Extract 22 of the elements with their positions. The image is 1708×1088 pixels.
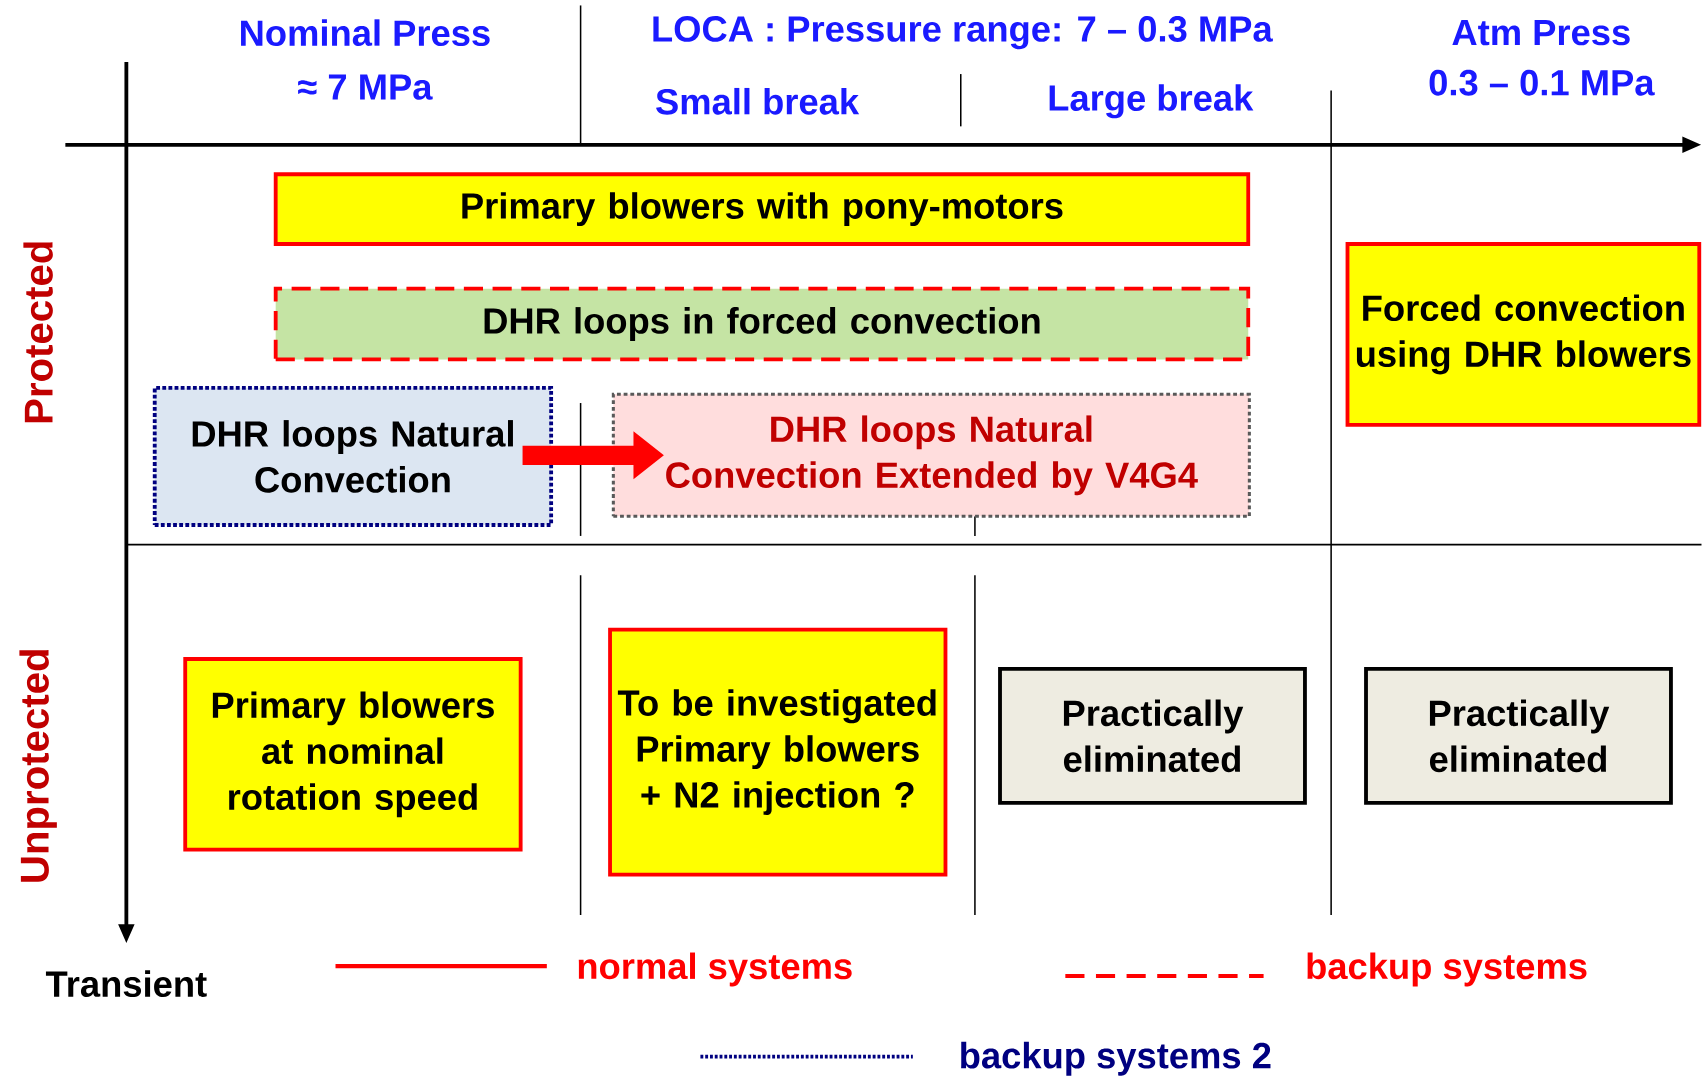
system-box: Primary blowers with pony-motors — [273, 172, 1251, 246]
system-box: To be investigated Primary blowers + N2 injection ? — [608, 627, 948, 877]
status-box: Practically eliminated — [1364, 666, 1673, 805]
column-header: Nominal Press — [241, 19, 490, 46]
system-box: Forced convection using DHR blowers — [1345, 242, 1702, 427]
axis-label: Transient — [45, 970, 207, 997]
system-box: DHR loops Natural Convection Extended by V4G4 — [611, 392, 1251, 518]
legend-label: normal systems — [578, 952, 852, 987]
row-header: Protected — [23, 242, 53, 423]
column-header: 0.3 – 0.1 MPa — [1429, 69, 1655, 96]
column-header: Large break — [1049, 84, 1254, 119]
column-header: Atm Press — [1452, 19, 1630, 46]
status-box: Practically eliminated — [998, 666, 1307, 805]
legend-label: backup systems 2 — [961, 1041, 1271, 1076]
legend-label: backup systems — [1307, 952, 1587, 987]
system-box: DHR loops Natural Convection — [152, 385, 554, 527]
column-header: LOCA : Pressure range: 7 – 0.3 MPa — [653, 16, 1273, 50]
column-header: ≈ 7 MPa — [298, 74, 433, 100]
system-box: DHR loops in forced convection — [273, 286, 1251, 362]
column-header: Small break — [656, 87, 860, 115]
system-box: Primary blowers at nominal rotation speed — [183, 657, 523, 852]
row-header: Unprotected — [19, 650, 57, 882]
